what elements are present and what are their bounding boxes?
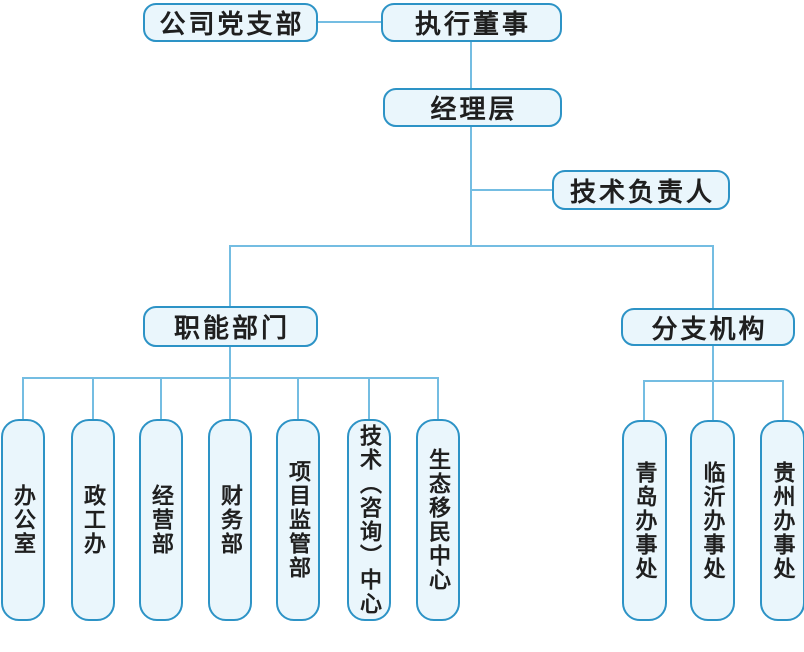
department-node: 技术（咨询）中心 xyxy=(347,419,391,621)
connector-line xyxy=(471,189,552,191)
connector-line xyxy=(160,377,162,421)
department-node: 生态移民中心 xyxy=(416,419,460,621)
node-management-level: 经理层 xyxy=(383,88,562,127)
node-branch-organizations: 分支机构 xyxy=(621,308,795,346)
connector-line xyxy=(22,377,24,421)
department-node: 财务部 xyxy=(208,419,252,621)
department-node: 办公室 xyxy=(1,419,45,621)
connector-line xyxy=(470,126,472,247)
branch-office-node: 青岛办事处 xyxy=(622,420,667,621)
node-executive-director: 执行董事 xyxy=(381,3,562,42)
connector-line xyxy=(297,377,299,421)
connector-line xyxy=(229,347,231,379)
branch-office-node: 贵州办事处 xyxy=(760,420,804,621)
node-technical-lead: 技术负责人 xyxy=(552,170,730,210)
node-company-party-branch: 公司党支部 xyxy=(143,3,318,42)
connector-line xyxy=(229,245,231,306)
connector-line xyxy=(470,42,472,89)
connector-line xyxy=(712,346,714,382)
branch-office-node: 临沂办事处 xyxy=(690,420,735,621)
department-node: 政工办 xyxy=(71,419,115,621)
connector-line xyxy=(368,377,370,421)
connector-line xyxy=(92,377,94,421)
department-node: 经营部 xyxy=(139,419,183,621)
connector-line xyxy=(318,21,381,23)
connector-line xyxy=(229,377,231,421)
connector-line xyxy=(712,380,714,421)
connector-line xyxy=(712,245,714,308)
department-node: 项目监管部 xyxy=(276,419,320,621)
connector-line xyxy=(229,245,714,247)
connector-line xyxy=(643,380,645,421)
connector-line xyxy=(782,380,784,421)
connector-line xyxy=(437,377,439,421)
node-functional-departments: 职能部门 xyxy=(143,306,318,347)
